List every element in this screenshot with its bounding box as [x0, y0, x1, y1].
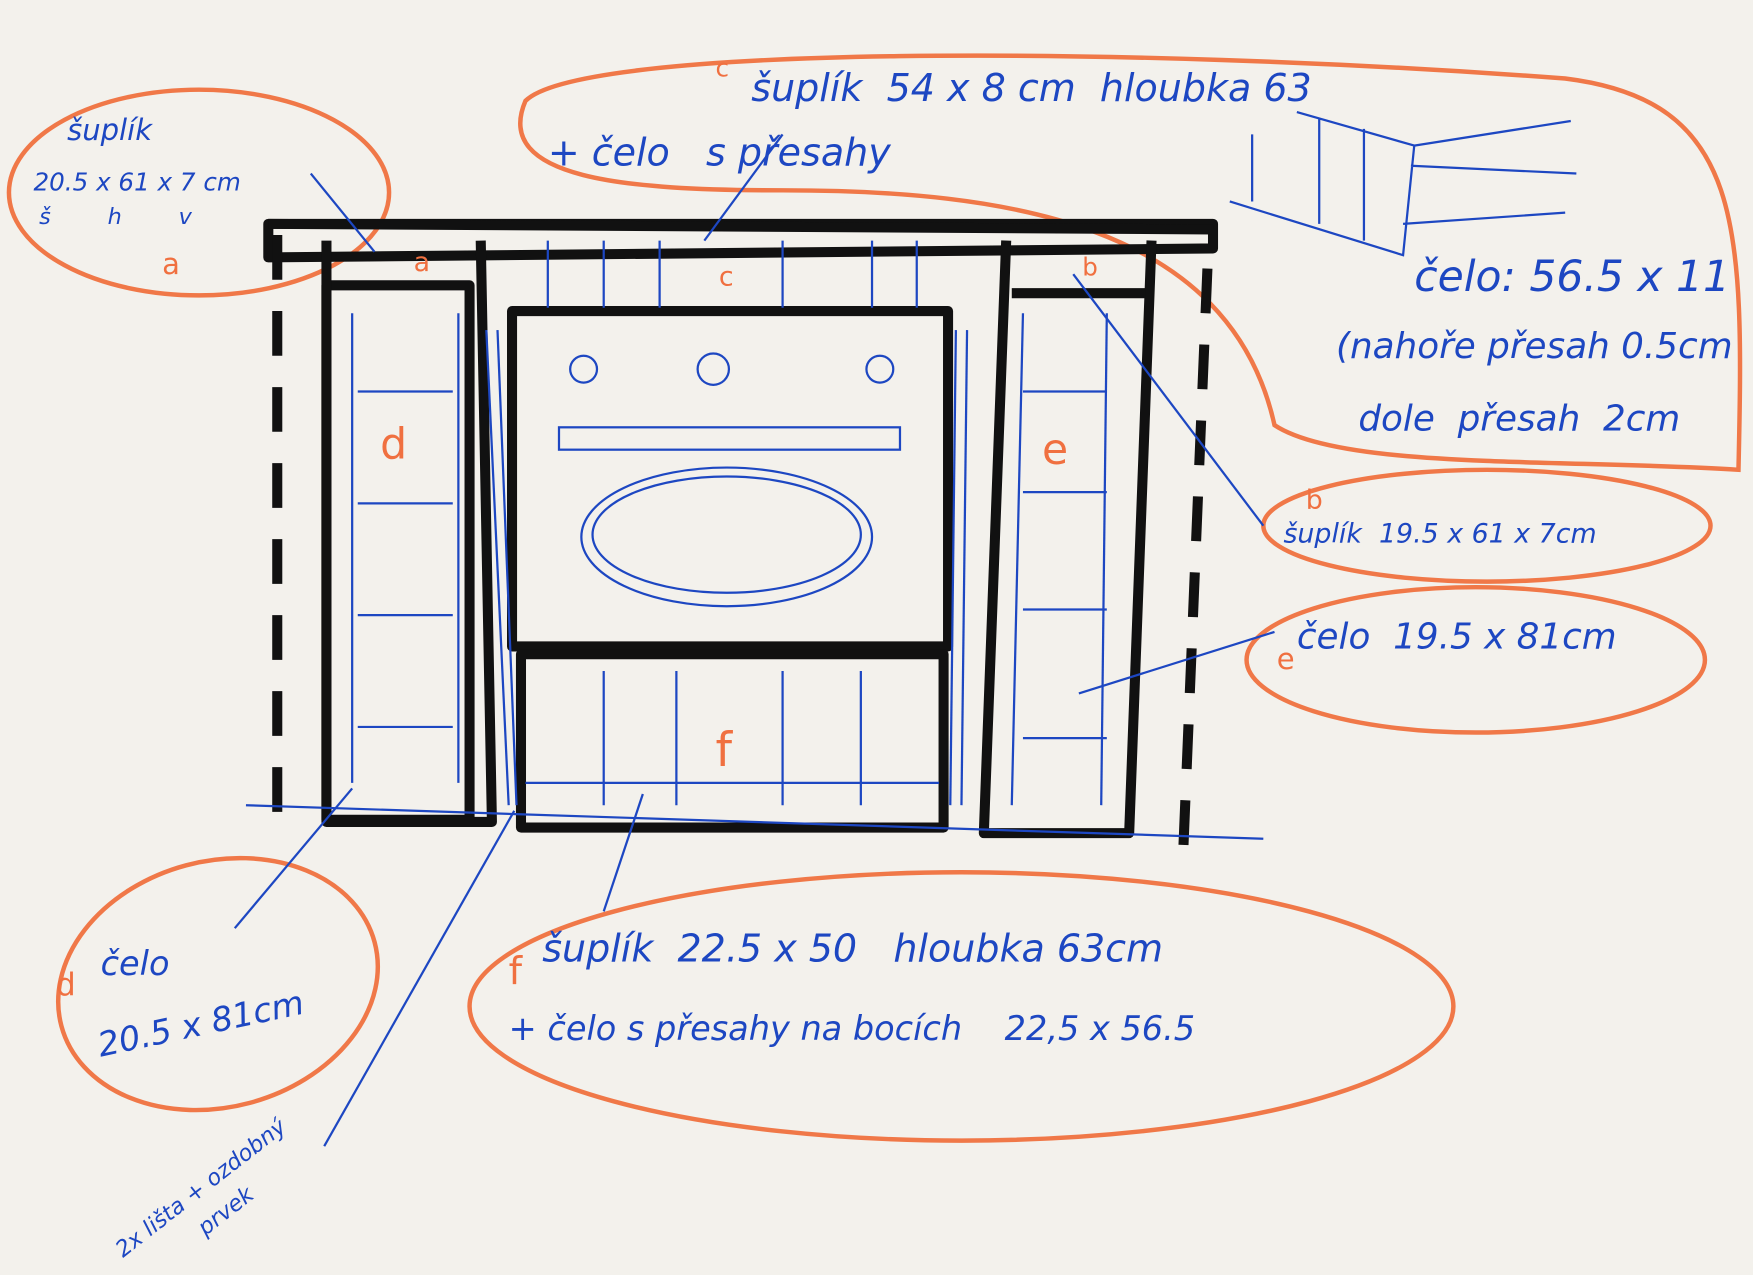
callout-c: c šuplík 54 x 8 cm hloubka 63 + čelo s p… — [548, 53, 1312, 174]
callout-a-letter: a — [162, 247, 180, 281]
callout-e-letter: e — [1277, 642, 1295, 676]
callout-a-outline — [6, 87, 392, 298]
callout-f: f šuplík 22.5 x 50 hloubka 63cm + čelo s… — [509, 927, 1195, 1048]
drawing-label-f: f — [716, 723, 734, 778]
drawing-label-d: d — [380, 421, 407, 470]
callout-e: e čelo 19.5 x 81cm — [1277, 617, 1617, 676]
callout-f-letter: f — [509, 949, 524, 993]
drawing-label-e: e — [1042, 426, 1068, 475]
callout-c-front-line3: dole přesah 2cm — [1358, 399, 1680, 440]
callout-e-outline — [1244, 584, 1708, 735]
callout-a-dims: 20.5 x 61 x 7 cm — [34, 167, 241, 196]
cabinet-drawing: a c b d e f — [233, 110, 1577, 1147]
callout-d-outline — [55, 855, 381, 1113]
callout-c-front: čelo: 56.5 x 11 (nahoře přesah 0.5cm dol… — [1336, 253, 1733, 440]
callout-f-outline — [467, 870, 1456, 1143]
callout-c-line1: šuplík 54 x 8 cm hloubka 63 — [751, 66, 1311, 110]
callout-a-title: šuplík — [67, 113, 153, 147]
callout-d-line1: čelo — [101, 944, 170, 983]
callout-b: b šuplík 19.5 x 61 x 7cm — [1283, 485, 1596, 550]
callout-c-outline — [518, 53, 1743, 473]
callout-b-letter: b — [1306, 485, 1323, 516]
callout-f-line2: + čelo s přesahy na bocích 22,5 x 56.5 — [509, 1009, 1195, 1048]
callout-c-front-line1: čelo: 56.5 x 11 — [1414, 253, 1730, 302]
callout-e-text: čelo 19.5 x 81cm — [1297, 617, 1617, 658]
callout-b-text: šuplík 19.5 x 61 x 7cm — [1283, 518, 1596, 549]
callout-a-axes: š h v — [39, 204, 192, 230]
callout-a: šuplík 20.5 x 61 x 7 cm š h v a — [34, 113, 241, 281]
drawing-label-a: a — [414, 247, 430, 278]
callout-trim: 2x lišta + ozdobný prvek — [111, 1113, 292, 1263]
callout-d-line2: 20.5 x 81cm — [94, 983, 307, 1065]
callout-d: d čelo 20.5 x 81cm — [56, 944, 307, 1064]
callout-f-line1: šuplík 22.5 x 50 hloubka 63cm — [542, 927, 1163, 971]
drawing-label-c: c — [719, 261, 734, 292]
drawing-label-b: b — [1082, 252, 1098, 281]
callout-c-letter: c — [716, 53, 730, 82]
callout-d-letter: d — [56, 967, 76, 1003]
callout-c-line2: + čelo s přesahy — [548, 131, 891, 175]
callout-c-front-line2: (nahoře přesah 0.5cm — [1336, 326, 1733, 367]
callout-outlines — [6, 53, 1743, 1143]
callout-trim-line1: 2x lišta + ozdobný — [111, 1113, 292, 1263]
